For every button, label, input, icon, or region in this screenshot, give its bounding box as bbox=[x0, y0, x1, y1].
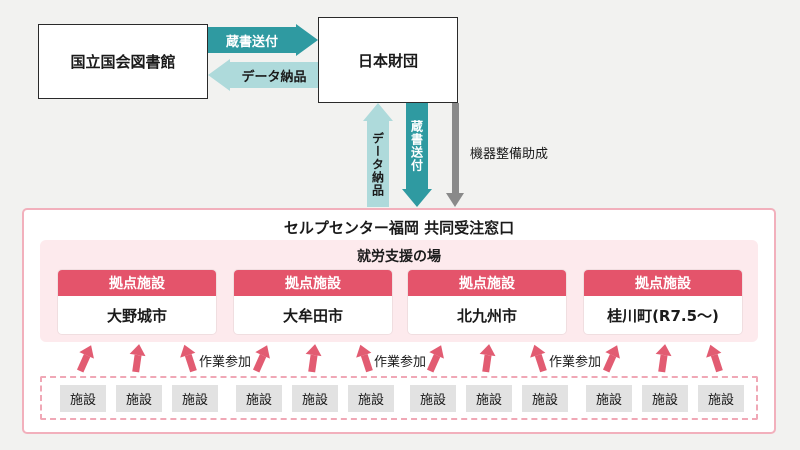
participation-label: 作業参加 bbox=[548, 355, 602, 370]
foundation-box: 日本財団 bbox=[318, 17, 458, 103]
selp-center-title: セルプセンター福岡 共同受注窓口 bbox=[283, 219, 515, 237]
up-arrow-icon bbox=[127, 343, 148, 375]
base-card-header: 拠点施設 bbox=[58, 270, 216, 296]
books-send-down-arrow: 蔵書送付 bbox=[402, 103, 432, 207]
base-card-name: 大牟田市 bbox=[234, 296, 392, 334]
base-card-header: 拠点施設 bbox=[234, 270, 392, 296]
facility-box: 施設 bbox=[116, 385, 162, 412]
base-card-keisen: 拠点施設 桂川町(R7.5～) bbox=[584, 270, 742, 334]
facility-box: 施設 bbox=[466, 385, 512, 412]
up-arrow-icon bbox=[702, 342, 727, 375]
participation-label: 作業参加 bbox=[373, 355, 427, 370]
participation-arrow-group bbox=[76, 342, 197, 375]
arrow-shaft bbox=[451, 103, 459, 193]
participation-arrow-group bbox=[426, 342, 547, 375]
base-card-omuta: 拠点施設 大牟田市 bbox=[234, 270, 392, 334]
foundation-label: 日本財団 bbox=[357, 51, 418, 70]
arrow-head-down-icon bbox=[402, 189, 432, 207]
base-card-header: 拠点施設 bbox=[408, 270, 566, 296]
library-label: 国立国会図書館 bbox=[70, 53, 176, 71]
arrow-head-down-icon bbox=[446, 193, 464, 207]
arrow-head-right-icon bbox=[296, 24, 318, 56]
data-delivery-label: データ納品 bbox=[230, 62, 318, 88]
facility-box: 施設 bbox=[60, 385, 106, 412]
participation-arrow-group bbox=[602, 342, 723, 375]
facilities-dashed-box: 施設 施設 施設 施設 施設 施設 施設 施設 施設 施設 施設 施設 bbox=[40, 376, 758, 420]
library-box: 国立国会図書館 bbox=[38, 24, 208, 99]
participation-arrow-group bbox=[252, 342, 373, 375]
up-arrow-icon bbox=[72, 342, 99, 376]
arrow-head-up-icon bbox=[363, 103, 393, 121]
up-arrow-icon bbox=[653, 343, 674, 375]
facility-box: 施設 bbox=[410, 385, 456, 412]
work-support-title: 就労支援の場 bbox=[357, 249, 441, 265]
facility-box: 施設 bbox=[292, 385, 338, 412]
facility-box: 施設 bbox=[172, 385, 218, 412]
up-arrow-icon bbox=[526, 342, 551, 375]
up-arrow-icon bbox=[248, 342, 275, 376]
up-arrow-icon bbox=[303, 343, 324, 375]
data-delivery-left-arrow: データ納品 bbox=[208, 59, 318, 91]
base-card-name: 大野城市 bbox=[58, 296, 216, 334]
facility-group: 施設 施設 施設 bbox=[410, 385, 568, 412]
facility-box: 施設 bbox=[522, 385, 568, 412]
facility-box: 施設 bbox=[236, 385, 282, 412]
data-delivery-up-label: データ納品 bbox=[367, 121, 389, 207]
selp-center-container: セルプセンター福岡 共同受注窓口 就労支援の場 拠点施設 大野城市 拠点施設 大… bbox=[22, 208, 776, 434]
base-card-name: 北九州市 bbox=[408, 296, 566, 334]
arrow-head-left-icon bbox=[208, 59, 230, 91]
data-delivery-up-arrow: データ納品 bbox=[363, 103, 393, 207]
base-card-onojo: 拠点施設 大野城市 bbox=[58, 270, 216, 334]
equipment-subsidy-label: 機器整備助成 bbox=[470, 147, 549, 162]
facility-group: 施設 施設 施設 bbox=[236, 385, 394, 412]
books-send-label: 蔵書送付 bbox=[208, 27, 296, 53]
books-send-down-label: 蔵書送付 bbox=[406, 103, 428, 189]
base-card-name: 桂川町(R7.5～) bbox=[584, 296, 742, 334]
up-arrow-icon bbox=[598, 342, 625, 376]
books-send-right-arrow: 蔵書送付 bbox=[208, 24, 318, 56]
facility-box: 施設 bbox=[698, 385, 744, 412]
base-card-header: 拠点施設 bbox=[584, 270, 742, 296]
facility-box: 施設 bbox=[642, 385, 688, 412]
work-support-area: 就労支援の場 拠点施設 大野城市 拠点施設 大牟田市 拠点施設 北九州市 拠点施… bbox=[40, 240, 758, 342]
facility-group: 施設 施設 施設 bbox=[586, 385, 744, 412]
facility-box: 施設 bbox=[586, 385, 632, 412]
equipment-subsidy-arrow bbox=[446, 103, 464, 207]
facility-group: 施設 施設 施設 bbox=[60, 385, 218, 412]
participation-label: 作業参加 bbox=[198, 355, 252, 370]
base-card-kitakyushu: 拠点施設 北九州市 bbox=[408, 270, 566, 334]
facility-box: 施設 bbox=[348, 385, 394, 412]
up-arrow-icon bbox=[176, 342, 201, 375]
up-arrow-icon bbox=[477, 343, 498, 375]
